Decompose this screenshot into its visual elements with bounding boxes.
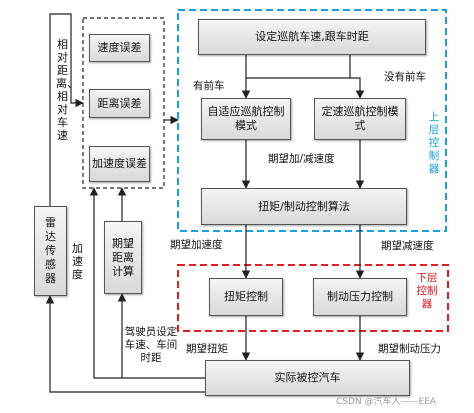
- acceleration-label: 加速度: [72, 242, 83, 281]
- arrow-radar-to-errors: [49, 13, 84, 206]
- arrow-to-constant: [349, 55, 365, 99]
- adaptive-cruise-box: 自适应巡航控制模式: [201, 98, 291, 140]
- relative-distance-speed-label: 相对距离、相对车速: [56, 38, 78, 142]
- upper-controller-frame: [177, 9, 447, 232]
- distance-error-box: 距离误差: [89, 89, 150, 118]
- cruise-setting-box: 设定巡航车速,跟车时距: [198, 19, 426, 55]
- speed-error-box: 速度误差: [89, 34, 150, 62]
- watermark: CSDN @汽车人——EEA: [336, 397, 437, 407]
- torque-brake-algorithm-box: 扭矩/制动控制算法: [201, 188, 407, 225]
- radar-sensor-box: 雷达传感器: [34, 206, 67, 296]
- desired-decel-label: 期望减速度: [381, 240, 434, 252]
- desired-torque-label: 期望扭矩: [186, 343, 228, 355]
- upper-controller-label: 上层控制器: [428, 111, 440, 175]
- arrow-vehicle-to-radar: [45, 295, 205, 393]
- torque-control-box: 扭矩控制: [209, 278, 283, 316]
- accel-error-box: 加速度误差: [89, 146, 150, 182]
- desired-distance-calc-box: 期望距离计算: [104, 221, 142, 294]
- arrow-vehicle-to-accel: [89, 187, 205, 379]
- desired-accel-decel-label: 期望加/减速度: [268, 153, 335, 165]
- no-front-car-label: 没有前车: [384, 71, 426, 83]
- lower-controller-frame: [177, 264, 449, 332]
- brake-pressure-control-box: 制动压力控制: [313, 278, 407, 316]
- lower-controller-label: 下层控制器: [416, 272, 438, 310]
- constant-cruise-box: 定速巡航控制模式: [314, 98, 406, 140]
- controlled-vehicle-box: 实际被控汽车: [205, 360, 410, 396]
- driver-setting-label: 驾驶员设定车速、车间时距: [124, 326, 178, 364]
- desired-brake-pressure-label: 期望制动压力: [378, 343, 441, 355]
- front-car-label: 有前车: [193, 80, 225, 92]
- desired-accel-label: 期望加速度: [170, 239, 223, 251]
